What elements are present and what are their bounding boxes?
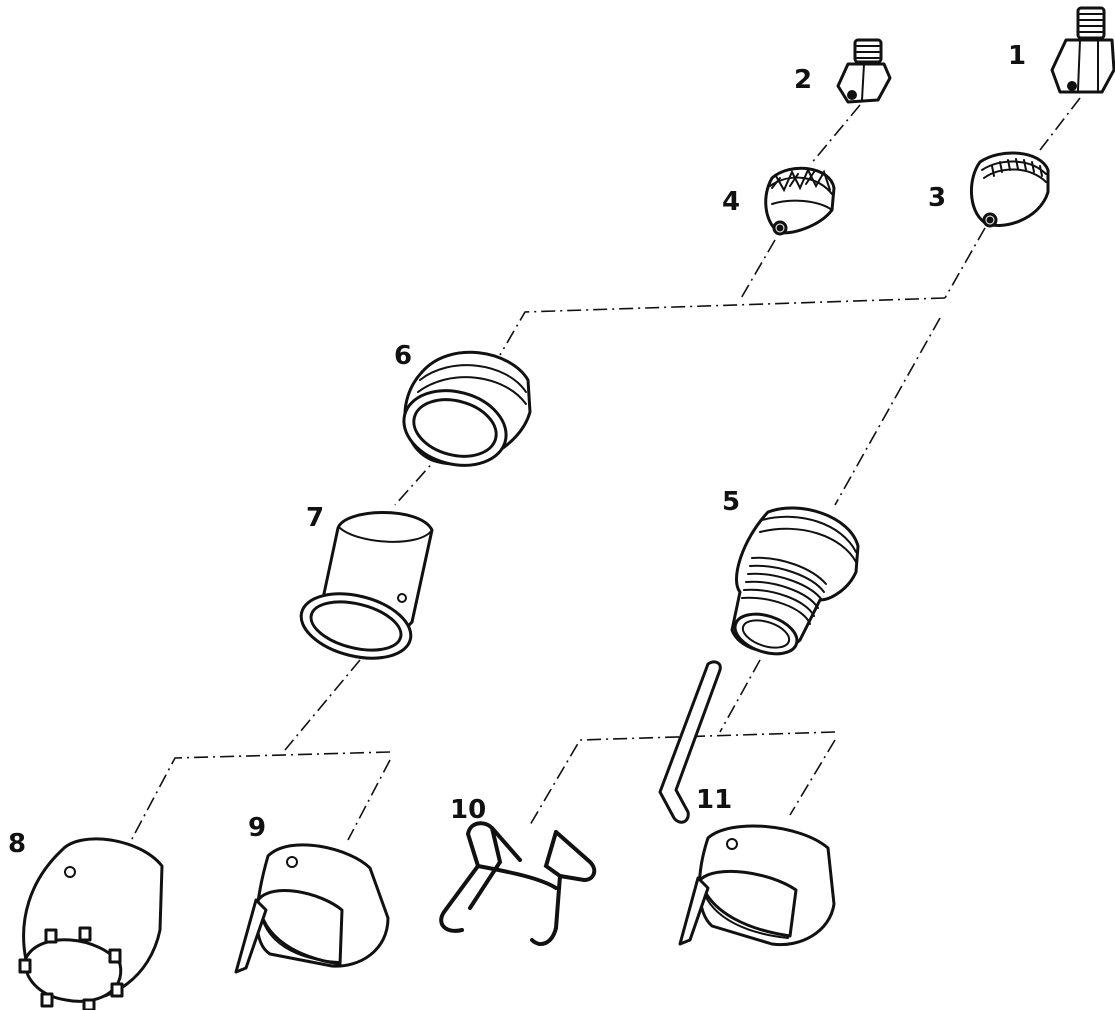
part-5-body xyxy=(730,506,860,656)
part-6-ring xyxy=(402,350,532,467)
knurl-marks-4 xyxy=(771,167,831,193)
part-10-wire-clip xyxy=(439,821,597,946)
notches-8 xyxy=(18,926,124,1010)
part-3-tip xyxy=(969,151,1050,228)
callout-9: 9 xyxy=(248,813,266,843)
assembly-lines xyxy=(124,97,1081,853)
callout-1: 1 xyxy=(1008,41,1026,71)
callouts: 1 2 3 4 5 6 7 8 9 10 11 xyxy=(8,41,1026,859)
hex-key xyxy=(658,660,722,824)
thread-lines-5 xyxy=(741,556,827,625)
callout-2: 2 xyxy=(794,65,812,95)
callout-4: 4 xyxy=(722,187,740,217)
callout-7: 7 xyxy=(306,503,324,533)
callout-11: 11 xyxy=(696,785,732,815)
part-8-cup xyxy=(18,837,164,1010)
part-2-electrode xyxy=(836,38,892,104)
callout-8: 8 xyxy=(8,829,26,859)
callout-5: 5 xyxy=(722,487,740,517)
part-9-shield xyxy=(234,843,390,974)
part-1-electrode xyxy=(1050,6,1115,94)
callout-6: 6 xyxy=(394,341,412,371)
knurl-marks-3 xyxy=(991,158,1043,177)
part-4-tip xyxy=(764,166,836,236)
part-7-sleeve xyxy=(299,511,434,660)
part-11-shield xyxy=(678,824,836,947)
callout-10: 10 xyxy=(450,795,486,825)
callout-3: 3 xyxy=(928,183,946,213)
